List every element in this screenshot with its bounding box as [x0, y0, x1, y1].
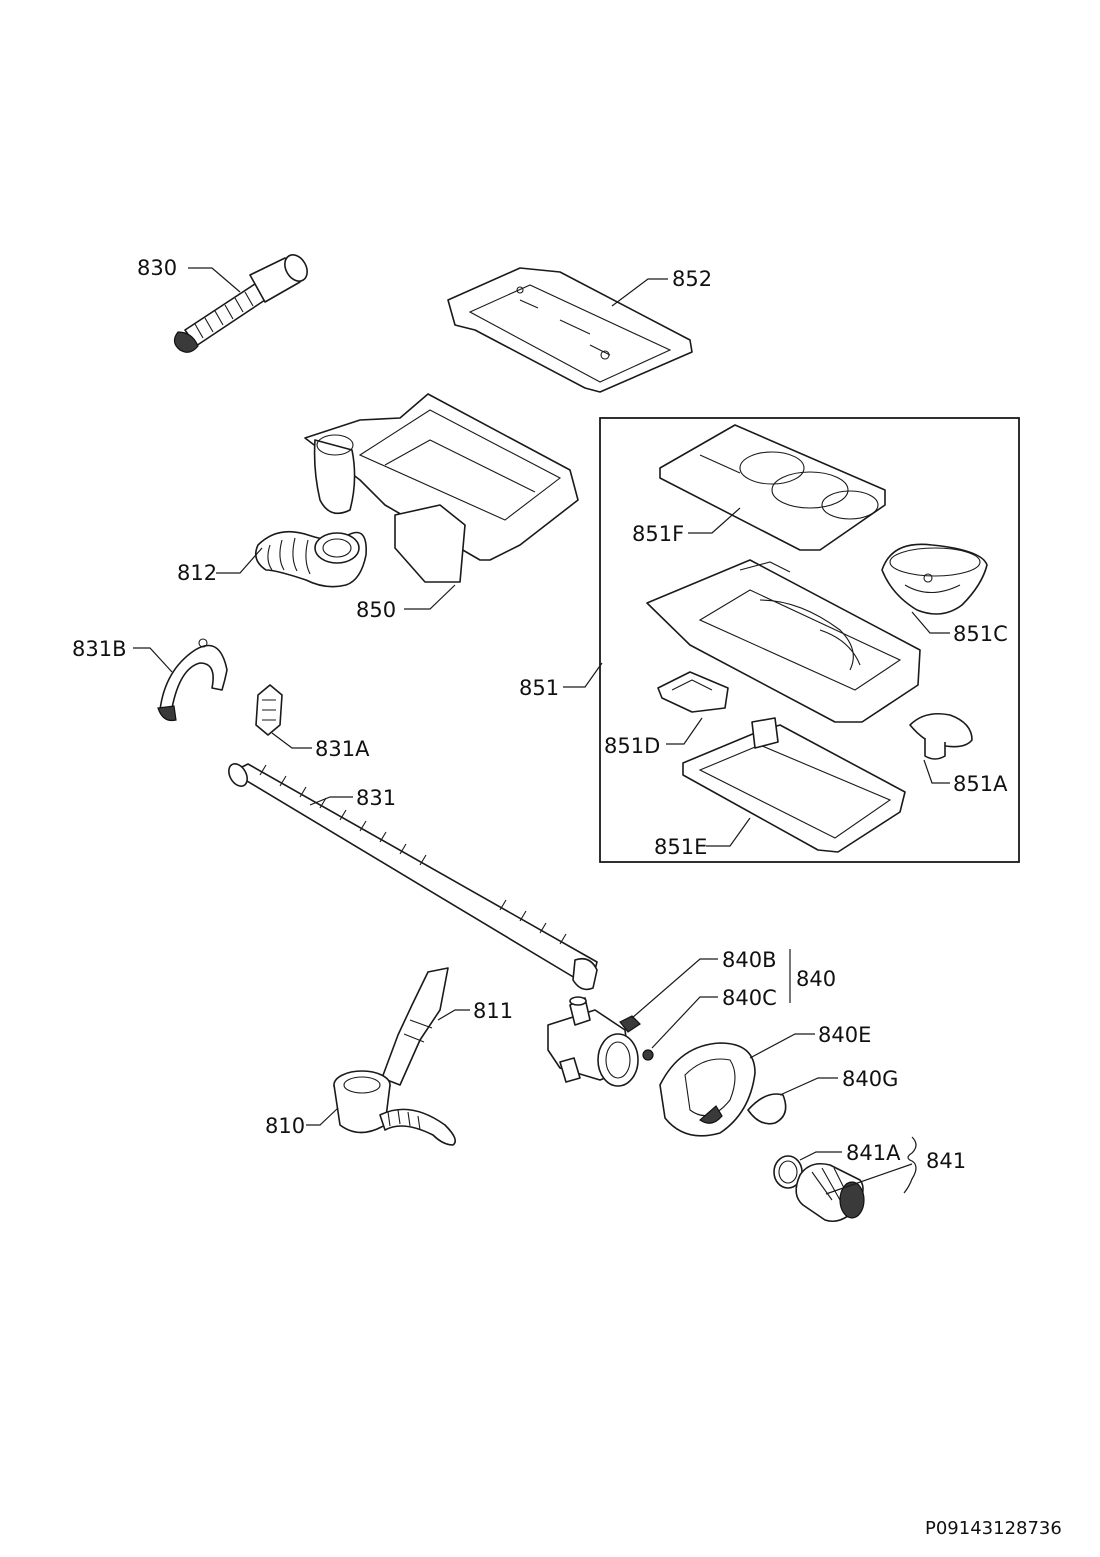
part-851D-insert	[657, 671, 729, 713]
part-851C-softener-cup	[881, 543, 988, 615]
label-840B: 840B	[722, 948, 777, 972]
part-811-sump-hose	[381, 967, 449, 1086]
label-811: 811	[473, 999, 513, 1023]
part-852-cover-plate	[447, 267, 693, 393]
part-850-dispenser-housing	[304, 393, 579, 583]
part-840E-pump-cover	[659, 1042, 756, 1137]
label-852: 852	[672, 267, 712, 291]
part-831A-hose-clip	[255, 684, 283, 736]
part-831-drain-hose	[228, 763, 598, 991]
label-841: 841	[926, 1149, 966, 1173]
part-810-sump	[333, 1070, 456, 1146]
part-840B-gasket	[619, 1015, 641, 1033]
part-830-inlet-hose	[173, 254, 308, 353]
label-851F: 851F	[632, 522, 684, 546]
label-831A: 831A	[315, 737, 370, 761]
label-851C: 851C	[953, 622, 1008, 646]
label-840: 840	[796, 967, 836, 991]
label-831: 831	[356, 786, 396, 810]
part-851A-siphon-cap	[909, 712, 973, 760]
part-851E-drawer-tray	[682, 717, 906, 853]
part-851-drawer-body	[646, 559, 921, 723]
label-830: 830	[137, 256, 177, 280]
leader-lines	[133, 267, 950, 1195]
part-841A-o-ring	[773, 1155, 803, 1189]
label-840E: 840E	[818, 1023, 871, 1047]
label-840G: 840G	[842, 1067, 898, 1091]
label-810: 810	[265, 1114, 305, 1138]
part-851F-tray-cover	[659, 424, 886, 551]
drawing-reference-code: P09143128736	[925, 1518, 1062, 1539]
part-labels: 830 852 851F 851C 812 850 831B 851 831A …	[72, 256, 1008, 1173]
label-831B: 831B	[72, 637, 127, 661]
part-812-bellows-hose	[255, 530, 367, 588]
part-840G-filter-flap	[747, 1093, 787, 1125]
part-831B-hose-guide	[157, 638, 228, 722]
part-840-drain-pump	[547, 996, 639, 1087]
label-851A: 851A	[953, 772, 1008, 796]
label-812: 812	[177, 561, 217, 585]
group-851-frame	[599, 417, 1020, 863]
label-850: 850	[356, 598, 396, 622]
part-840C-ring	[642, 1049, 654, 1061]
label-840C: 840C	[722, 986, 777, 1010]
label-851E: 851E	[654, 835, 707, 859]
label-841A: 841A	[846, 1141, 901, 1165]
label-851D: 851D	[604, 734, 660, 758]
label-851: 851	[519, 676, 559, 700]
